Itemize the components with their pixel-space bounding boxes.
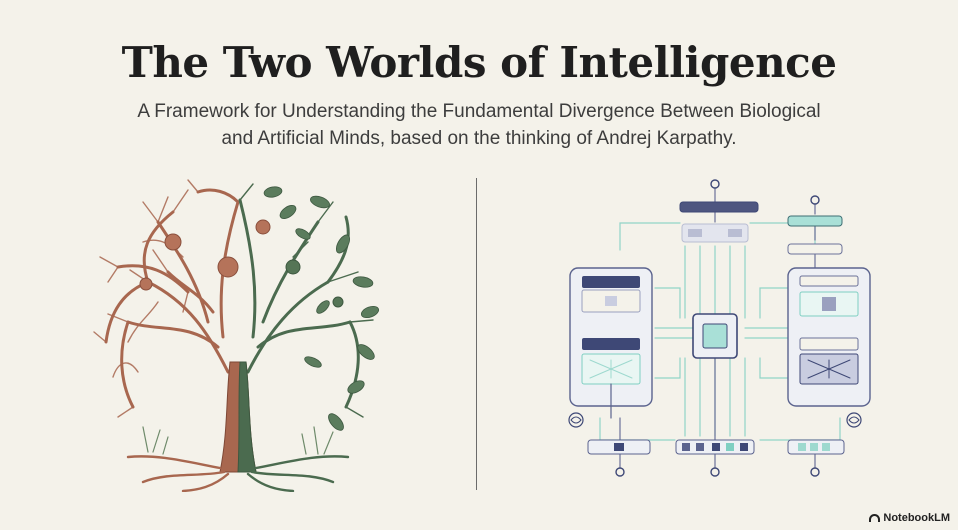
notebooklm-badge: NotebookLM (869, 512, 950, 524)
center-divider (476, 178, 477, 490)
badge-label: NotebookLM (883, 512, 950, 524)
notebooklm-logo-icon (869, 514, 881, 522)
page-title: The Two Worlds of Intelligence (121, 38, 837, 87)
subtitle-line-2: and Artificial Minds, based on the think… (221, 128, 737, 149)
neural-network-diagram (568, 179, 871, 477)
subtitle-line-1: A Framework for Understanding the Fundam… (137, 101, 821, 122)
tree-neuron-illustration (93, 179, 380, 492)
page-subtitle: A Framework for Understanding the Fundam… (0, 98, 958, 152)
